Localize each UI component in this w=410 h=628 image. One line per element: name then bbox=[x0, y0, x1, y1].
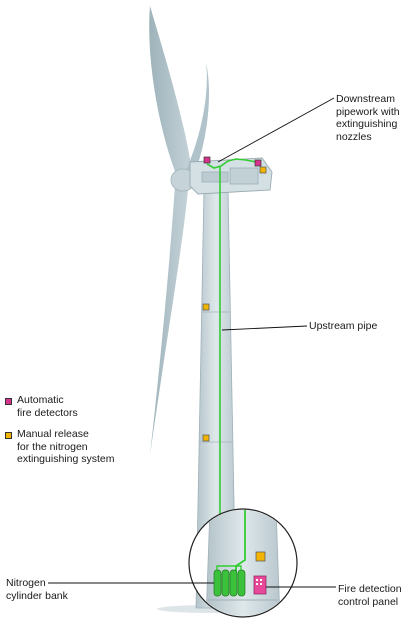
manual-release-marker bbox=[255, 551, 266, 562]
nacelle-gearbox bbox=[229, 167, 259, 185]
base-pipe bbox=[235, 510, 246, 572]
label-fire-detection-control-panel: Fire detection control panel bbox=[338, 583, 402, 608]
legend-detectors-label: Automatic fire detectors bbox=[17, 394, 78, 419]
blade-upper bbox=[149, 6, 192, 178]
fire-detection-control-panel bbox=[253, 575, 267, 595]
manual-release-marker bbox=[202, 434, 210, 442]
leader-upstream bbox=[221, 325, 308, 331]
leader-downstream bbox=[217, 97, 335, 163]
blade-lower bbox=[150, 185, 188, 455]
fire-detector-marker bbox=[254, 159, 262, 167]
legend-detector-swatch bbox=[5, 398, 12, 405]
legend-manual-release-label: Manual release for the nitrogen extingui… bbox=[17, 428, 115, 465]
label-upstream-pipe: Upstream pipe bbox=[309, 320, 378, 332]
fire-detector-marker bbox=[203, 156, 211, 164]
manual-release-marker bbox=[259, 166, 267, 174]
nacelle-shaft bbox=[201, 171, 229, 183]
label-downstream-pipework: Downstream pipework with extinguishing n… bbox=[336, 93, 400, 143]
blade-right bbox=[185, 62, 210, 180]
manual-release-marker bbox=[202, 303, 210, 311]
tower-base-interior bbox=[205, 510, 281, 616]
downstream-pipework bbox=[206, 158, 257, 169]
legend-manual-release-swatch bbox=[5, 432, 12, 439]
label-nitrogen-cylinder-bank: Nitrogen cylinder bank bbox=[6, 577, 68, 602]
